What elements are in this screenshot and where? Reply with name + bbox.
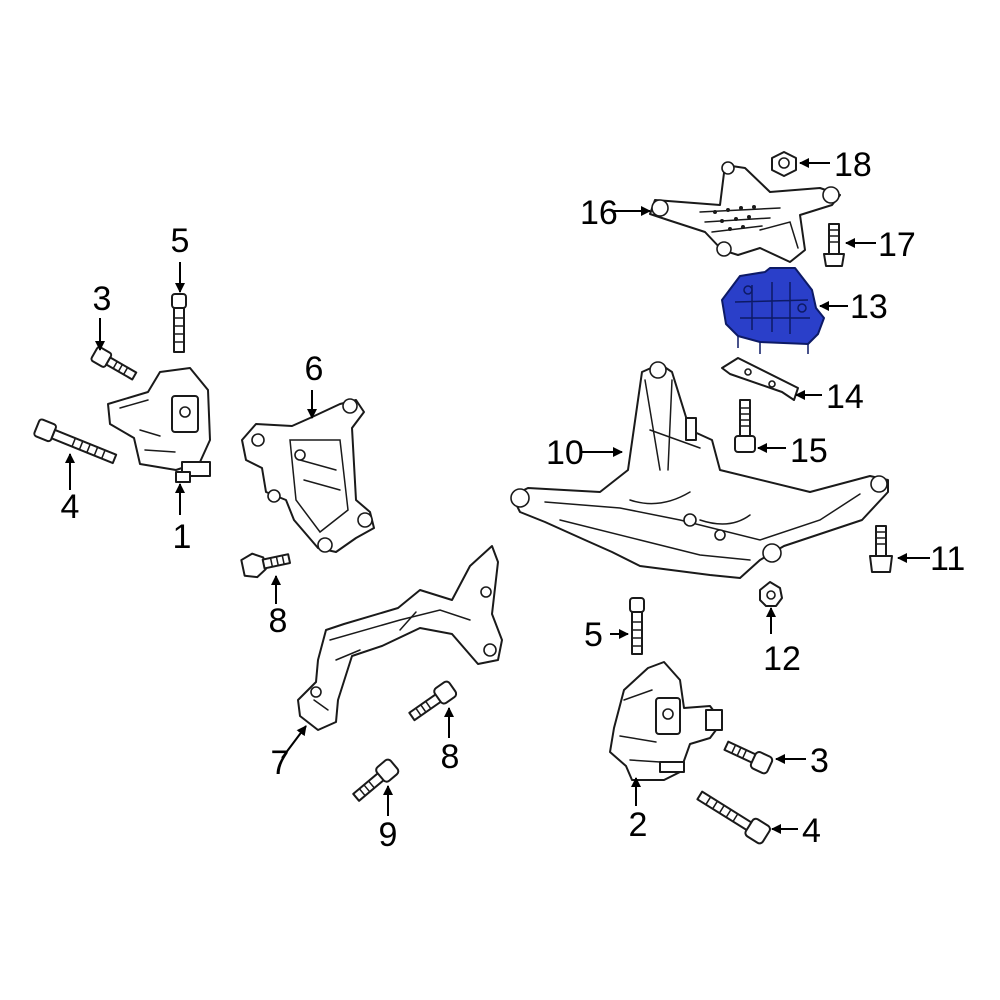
callout-3-right: 3: [810, 742, 829, 780]
bolt-5b[interactable]: [629, 597, 645, 655]
callout-2: 2: [629, 806, 648, 844]
callout-11: 11: [930, 540, 965, 578]
bolt-8a[interactable]: [240, 546, 292, 579]
bolt-5a[interactable]: [171, 293, 187, 353]
subframe-10[interactable]: [510, 361, 889, 579]
bolt-8b[interactable]: [406, 680, 458, 723]
callout-labels: 5 3 4 1 6 8 7 8 9 10 11 12 13 14 15 16 1…: [61, 146, 966, 854]
callout-3-left: 3: [93, 280, 112, 318]
callout-12: 12: [763, 640, 801, 678]
nut-18[interactable]: [771, 151, 797, 177]
callout-5-top: 5: [171, 222, 190, 260]
callout-4-left: 4: [61, 488, 80, 526]
engine-mount-1[interactable]: [107, 367, 211, 483]
callout-18: 18: [834, 146, 872, 184]
callout-16: 16: [580, 194, 618, 232]
callout-5-low: 5: [584, 616, 603, 654]
transmission-mount-13[interactable]: [721, 267, 825, 354]
callout-13: 13: [850, 288, 888, 326]
callout-9: 9: [379, 816, 398, 854]
bolt-4a[interactable]: [33, 418, 118, 467]
callout-1: 1: [173, 518, 192, 556]
crossmember-16[interactable]: [649, 161, 841, 263]
callout-15: 15: [790, 432, 828, 470]
callout-6: 6: [305, 350, 324, 388]
callout-8-low: 8: [441, 738, 460, 776]
bolt-15[interactable]: [734, 399, 756, 453]
leader-lines: [65, 158, 930, 834]
bolt-11[interactable]: [869, 525, 893, 573]
mount-13-body: [721, 267, 825, 345]
engine-mount-2[interactable]: [609, 661, 723, 781]
callout-10: 10: [546, 434, 584, 472]
bracket-6[interactable]: [241, 398, 375, 553]
callout-7: 7: [271, 744, 290, 782]
bolt-3a[interactable]: [90, 346, 138, 383]
bolt-4b[interactable]: [695, 787, 772, 845]
callout-8-top: 8: [269, 602, 288, 640]
bolt-9[interactable]: [350, 758, 400, 804]
callout-14: 14: [826, 378, 864, 416]
bolt-3b[interactable]: [722, 738, 774, 775]
bracket-14[interactable]: [721, 357, 799, 401]
bolt-17[interactable]: [823, 223, 845, 267]
callout-4-right: 4: [802, 812, 821, 850]
nut-12[interactable]: [759, 581, 783, 607]
callout-17: 17: [878, 226, 916, 264]
bracket-7[interactable]: [297, 545, 503, 731]
